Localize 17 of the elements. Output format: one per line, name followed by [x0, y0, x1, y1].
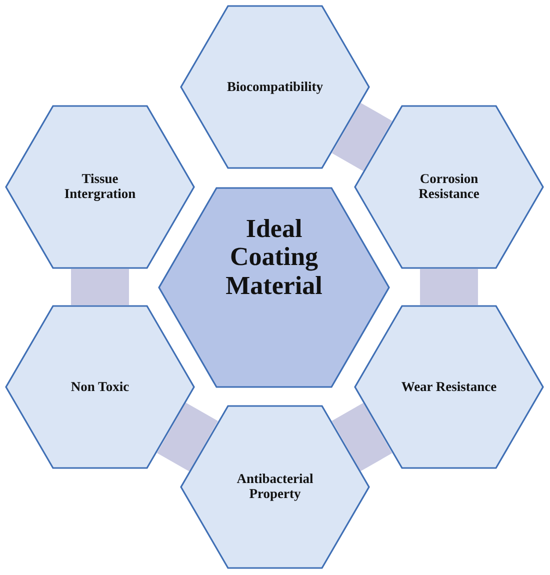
hexagon-node [354, 105, 544, 269]
hexagon-node [158, 187, 390, 388]
node-label: Ideal Coating Material [224, 214, 324, 300]
hexagon-node [354, 305, 544, 469]
node-label: Non Toxic [70, 380, 130, 394]
hexagon-node [180, 5, 370, 169]
node-label: Antibacterial Property [236, 472, 314, 502]
node-label: Wear Resistance [401, 380, 497, 394]
node-label: Corrosion Resistance [418, 172, 480, 202]
connector-band [332, 102, 392, 172]
hexagon-node [5, 105, 195, 269]
node-label: Biocompatibility [226, 80, 323, 94]
connector-band [157, 402, 218, 472]
node-label: Tissue Intergration [63, 172, 137, 202]
hexagon-node [5, 305, 195, 469]
hexagon-node [180, 405, 370, 569]
connector-band [332, 402, 392, 472]
